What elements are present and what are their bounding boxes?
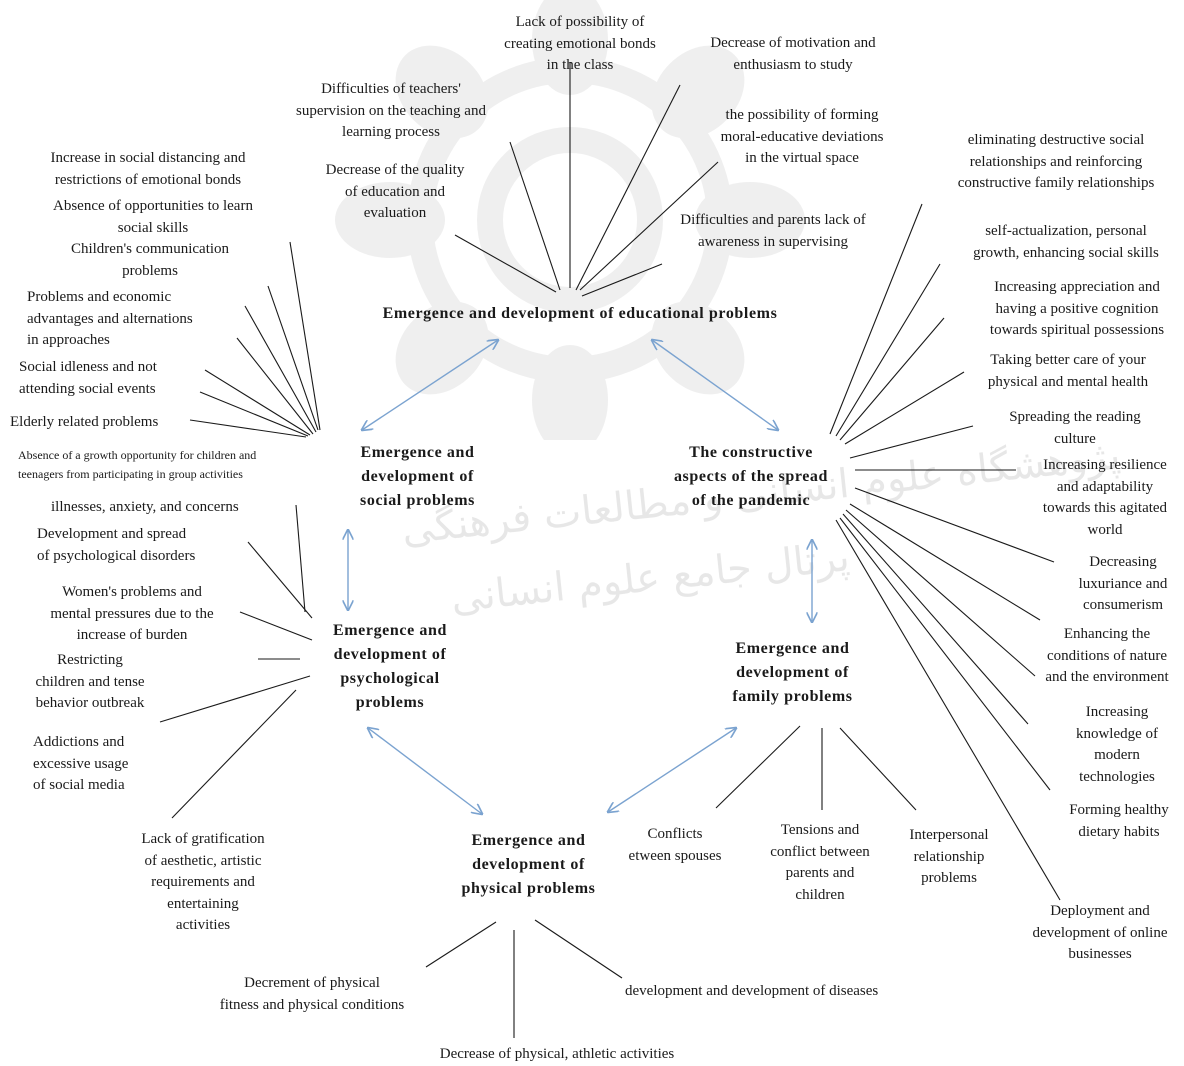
hub-educational-problems: Emergence and development of educational… [382, 305, 778, 322]
connector-line [835, 519, 1061, 901]
connector-line [844, 371, 965, 445]
connector-line [849, 425, 974, 459]
item-resilience: Increasing resilience and adaptability t… [1042, 457, 1168, 538]
connector-line [247, 541, 313, 619]
item-aesthetic-gratification: Lack of gratification of aesthetic, arti… [141, 831, 265, 933]
item-reading-culture: Spreading the reading culture [1009, 409, 1141, 447]
connector-line [289, 241, 321, 431]
connector-line [295, 504, 306, 613]
connector-line [839, 317, 945, 441]
connector-line [715, 725, 801, 809]
item-moral-deviations: the possibility of forming moral-educati… [720, 107, 884, 166]
connector-line [845, 509, 1036, 677]
connector-line [454, 234, 557, 293]
item-spiritual-appreciation: Increasing appreciation and having a pos… [989, 279, 1165, 338]
item-parents-supervising: Difficulties and parents lack of awarene… [680, 212, 866, 250]
item-psychological-disorders: Development and spread of psychological … [37, 526, 196, 564]
connector-line [579, 161, 719, 291]
arrow-educational-constructive [652, 340, 778, 430]
connector-line [171, 689, 297, 819]
connector-line [159, 675, 311, 723]
item-dietary-habits: Forming healthy dietary habits [1069, 802, 1169, 840]
connector-line [835, 263, 941, 437]
item-growth-opportunity: Absence of a growth opportunity for chil… [18, 448, 257, 481]
connector-line [425, 921, 497, 968]
item-social-skills: Absence of opportunities to learn social… [53, 198, 253, 236]
connector-line [534, 919, 623, 979]
item-online-businesses: Deployment and development of online bus… [1032, 903, 1168, 962]
hub-constructive-aspects: The constructive aspects of the spread o… [673, 444, 829, 509]
item-emotional-bonds: Lack of possibility of creating emotiona… [504, 14, 656, 73]
connector-line [509, 141, 561, 291]
item-social-idleness: Social idleness and not attending social… [19, 359, 157, 397]
connector-line [581, 263, 663, 297]
item-motivation: Decrease of motivation and enthusiasm to… [710, 35, 876, 73]
connector-line [849, 503, 1041, 621]
hub-family-problems: Emergence and development of family prob… [732, 640, 853, 705]
item-athletic-activities: Decrease of physical, athletic activitie… [439, 1046, 675, 1062]
arrow-educational-social [362, 340, 498, 430]
connector-line [236, 337, 314, 435]
connector-line [829, 203, 923, 435]
connector-line [575, 84, 681, 291]
item-spouse-conflicts: Conflicts etween spouses [628, 826, 722, 864]
connector-line [189, 419, 307, 438]
item-health-care: Taking better care of your physical and … [987, 352, 1149, 390]
item-social-distancing: Increase in social distancing and restri… [50, 150, 246, 188]
item-parent-child-tensions: Tensions and conflict between parents an… [770, 822, 870, 903]
connector-line [839, 727, 917, 811]
item-economic-problems: Problems and economic advantages and alt… [27, 289, 193, 348]
connector-line [854, 487, 1055, 563]
item-addictions: Addictions and excessive usage of social… [33, 734, 129, 793]
connector-line [204, 369, 311, 436]
arrow-psychological-physical [368, 728, 482, 814]
arrow-family-physical [608, 728, 736, 812]
item-education-quality: Decrease of the quality of education and… [325, 162, 465, 221]
item-physical-fitness: Decrement of physical fitness and physic… [219, 975, 405, 1013]
item-womens-problems: Women's problems and mental pressures du… [50, 584, 214, 643]
item-teacher-supervision: Difficulties of teachers' supervision on… [296, 81, 486, 140]
hub-psychological-problems: Emergence and development of psychologic… [332, 622, 447, 711]
item-interpersonal-problems: Interpersonal relationship problems [909, 827, 989, 886]
connector-line [842, 513, 1029, 725]
item-nature-environment: Enhancing the conditions of nature and t… [1045, 626, 1169, 685]
connector-line [839, 517, 1051, 791]
item-modern-technologies: Increasing knowledge of modern technolog… [1075, 704, 1159, 785]
hub-physical-problems: Emergence and development of physical pr… [461, 832, 596, 897]
item-self-actualization: self-actualization, personal growth, enh… [973, 223, 1159, 261]
item-illnesses-anxiety: illnesses, anxiety, and concerns [51, 499, 239, 515]
connector-line [199, 391, 309, 437]
item-children-communication: Children's communication problems [70, 241, 230, 279]
connector-line [239, 611, 313, 641]
item-elderly-problems: Elderly related problems [10, 414, 159, 430]
connector-line [267, 285, 319, 431]
connector-line [244, 305, 317, 433]
item-diseases: development and development of diseases [625, 983, 879, 999]
hub-social-problems: Emergence and development of social prob… [360, 444, 475, 509]
item-reinforcing-relationships: eliminating destructive social relations… [957, 132, 1155, 191]
item-luxuriance: Decreasing luxuriance and consumerism [1078, 554, 1168, 613]
item-restricting-children: Restricting children and tense behavior … [35, 652, 145, 711]
